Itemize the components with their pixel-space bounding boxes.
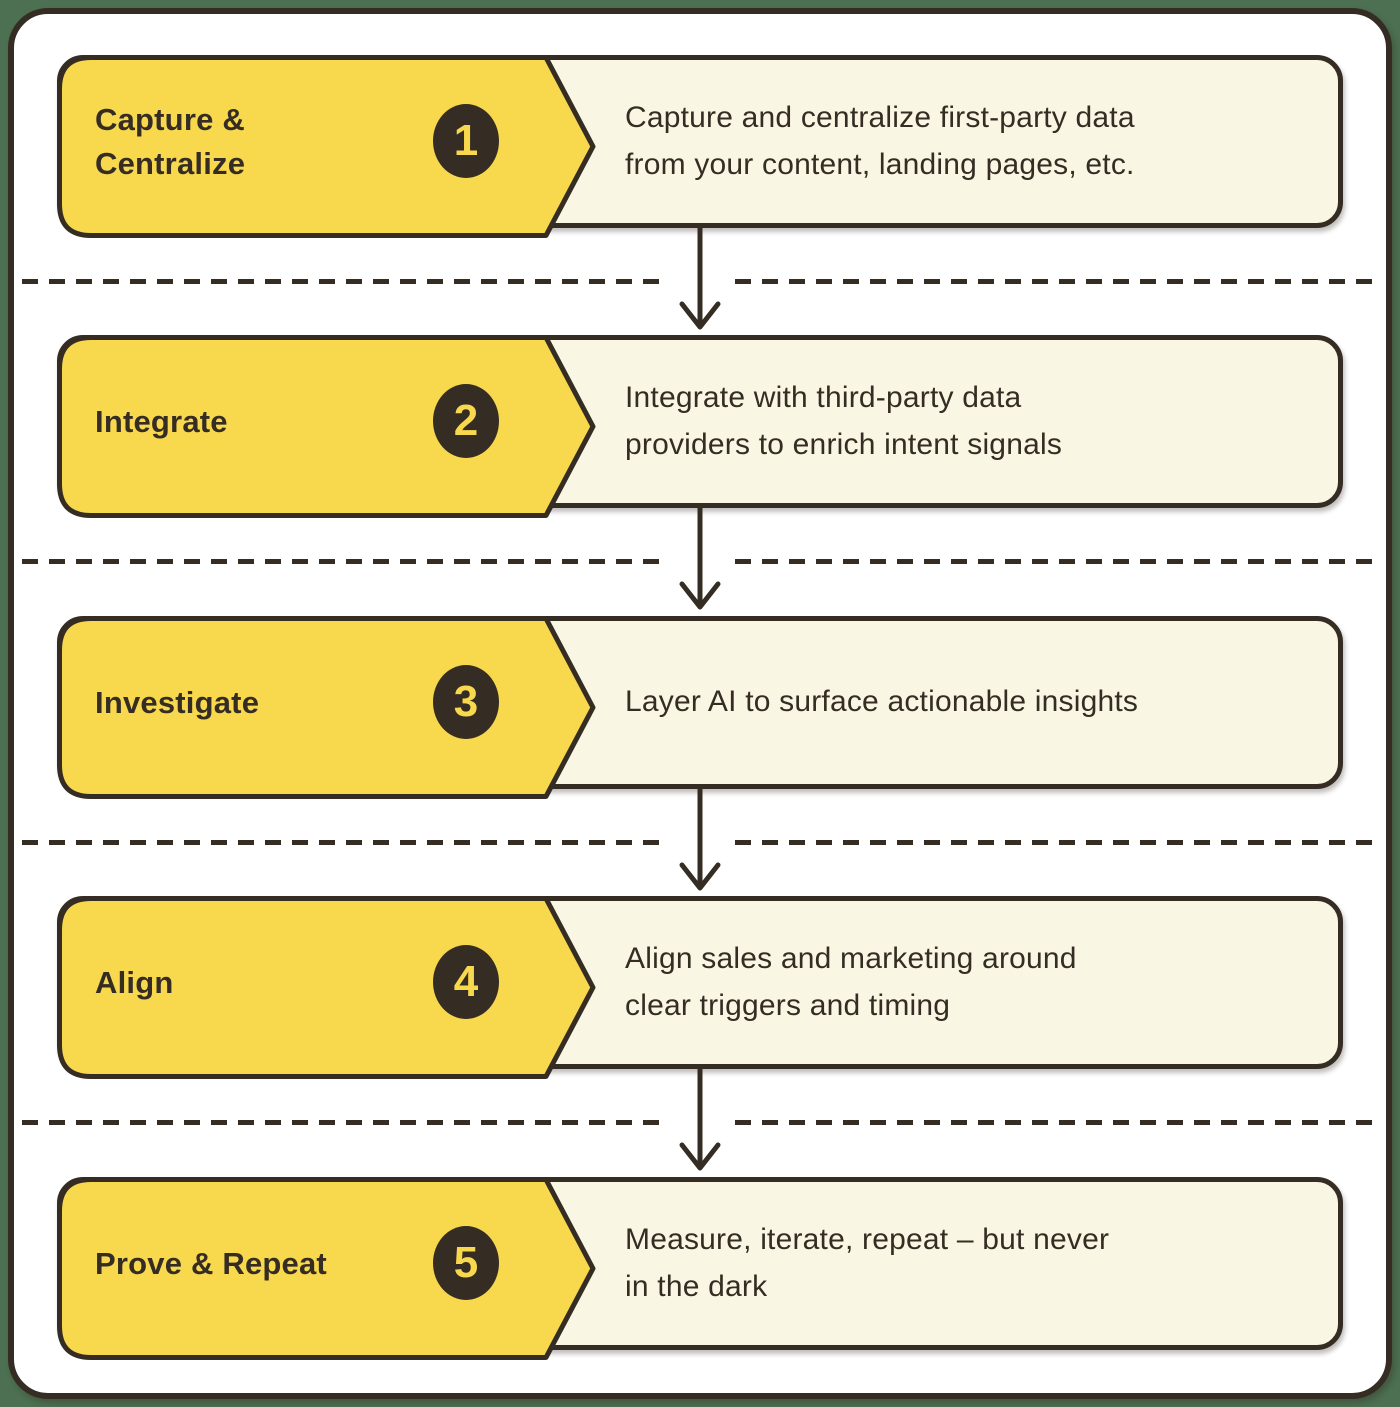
- flow-panel: Capture & Centralize 1 Capture and centr…: [8, 8, 1392, 1399]
- step-connector-4: [14, 1069, 1386, 1176]
- step-connector-1: [14, 228, 1386, 335]
- step-number: 1: [453, 116, 479, 165]
- step-row-3: Investigate 3 Layer AI to surface action…: [57, 616, 1343, 799]
- step-row-4: Align 4 Align sales and marketing around…: [57, 896, 1343, 1079]
- down-arrow-icon: [679, 228, 721, 330]
- dashed-divider-right: [735, 840, 1378, 845]
- step-number-badge: 3: [433, 665, 499, 739]
- step-number: 3: [453, 677, 479, 726]
- dashed-divider-right: [735, 279, 1378, 284]
- step-row-2: Integrate 2 Integrate with third-party d…: [57, 335, 1343, 518]
- step-title: Align: [95, 964, 174, 1000]
- step-connector-2: [14, 508, 1386, 615]
- step-title: Capture & Centralize: [95, 102, 246, 181]
- step-title: Prove & Repeat: [95, 1245, 327, 1281]
- step-number-badge: 1: [433, 104, 499, 178]
- step-description: Capture and centralize first-party data …: [625, 101, 1135, 181]
- step-number-badge: 2: [433, 384, 499, 458]
- step-number-badge: 4: [433, 945, 499, 1019]
- step-arrow-shape: [57, 616, 596, 799]
- dashed-divider-right: [735, 1120, 1378, 1125]
- step-description: Align sales and marketing around clear t…: [625, 942, 1077, 1022]
- dashed-divider-left: [22, 1120, 663, 1125]
- step-description: Integrate with third-party data provider…: [625, 381, 1063, 461]
- down-arrow-icon: [679, 1069, 721, 1171]
- step-number: 2: [453, 396, 479, 445]
- step-row-1: Capture & Centralize 1 Capture and centr…: [57, 55, 1343, 238]
- step-connector-3: [14, 789, 1386, 896]
- step-description: Layer AI to surface actionable insights: [625, 685, 1139, 719]
- dashed-divider-right: [735, 559, 1378, 564]
- step-title: Investigate: [95, 684, 260, 720]
- step-arrow-shape: [57, 896, 596, 1079]
- step-number-badge: 5: [433, 1226, 499, 1300]
- down-arrow-icon: [679, 508, 721, 610]
- step-number: 5: [453, 1238, 479, 1287]
- step-number: 4: [453, 957, 479, 1006]
- dashed-divider-left: [22, 559, 663, 564]
- step-arrow-shape: [57, 55, 596, 238]
- step-title: Integrate: [95, 403, 228, 439]
- step-arrow-shape: [57, 1177, 596, 1360]
- dashed-divider-left: [22, 840, 663, 845]
- step-description: Measure, iterate, repeat – but never in …: [625, 1223, 1110, 1303]
- step-arrow-shape: [57, 335, 596, 518]
- down-arrow-icon: [679, 789, 721, 891]
- step-row-5: Prove & Repeat 5 Measure, iterate, repea…: [57, 1177, 1343, 1360]
- dashed-divider-left: [22, 279, 663, 284]
